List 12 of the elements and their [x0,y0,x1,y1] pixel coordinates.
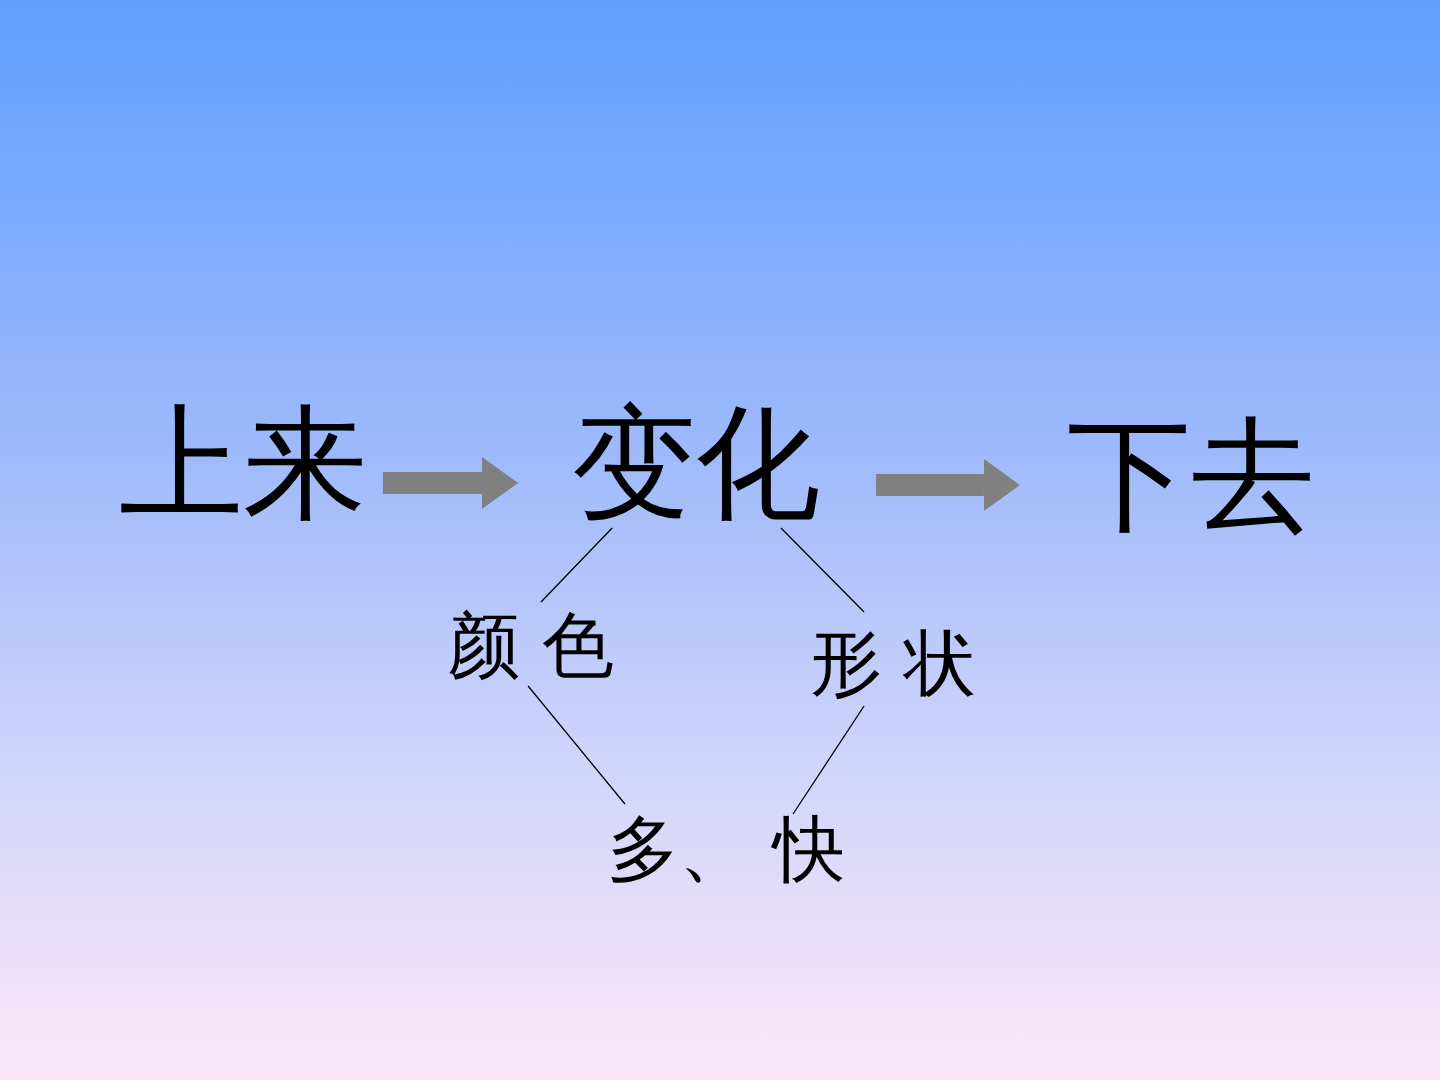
connector-line [780,527,865,613]
node-text: 下去 [1060,410,1322,540]
connector-line [540,527,613,603]
node-text: 颜 色 [440,602,622,688]
connector-line [792,705,865,815]
node-text: 变化 [562,398,830,528]
node-text: 形 状 [802,620,984,706]
arrow [876,459,1020,511]
arrow [382,457,519,509]
connector-line [527,685,626,805]
node-text: 上来 [112,398,374,528]
node-text: 多、 快 [600,804,852,894]
